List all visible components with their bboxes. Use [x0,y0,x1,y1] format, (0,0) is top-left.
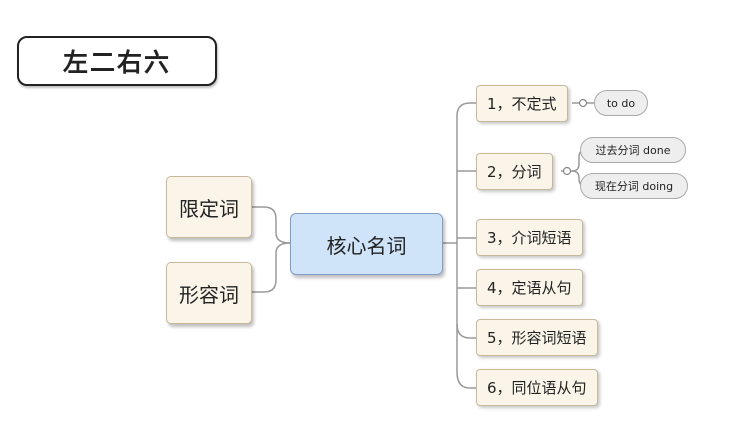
diagram-title: 左二右六 [17,36,217,86]
connector-left-2 [252,242,291,293]
connector-left-1 [252,206,291,244]
collapse-toggle-1 [578,98,588,108]
right-node-prepositional-phrase[interactable]: 3，介词短语 [476,219,583,256]
core-node[interactable]: 核心名词 [290,213,443,275]
connector-right-1 [456,102,476,117]
child-node-to-do[interactable]: to do [594,90,648,116]
right-node-infinitive[interactable]: 1，不定式 [476,85,568,122]
child-node-present-participle[interactable]: 现在分词 doing [580,173,688,199]
right-node-appositive-clause[interactable]: 6，同位语从句 [476,369,598,406]
right-node-attributive-clause[interactable]: 4，定语从句 [476,269,583,306]
child-node-past-participle[interactable]: 过去分词 done [580,137,686,163]
right-node-participle[interactable]: 2，分词 [476,153,553,190]
connector-right-6 [456,371,476,389]
left-node-determiner[interactable]: 限定词 [166,176,252,238]
left-node-adjective[interactable]: 形容词 [166,262,252,324]
right-node-adjective-phrase[interactable]: 5，形容词短语 [476,319,598,356]
connector-right-5 [456,323,476,339]
collapse-toggle-2 [562,166,572,176]
